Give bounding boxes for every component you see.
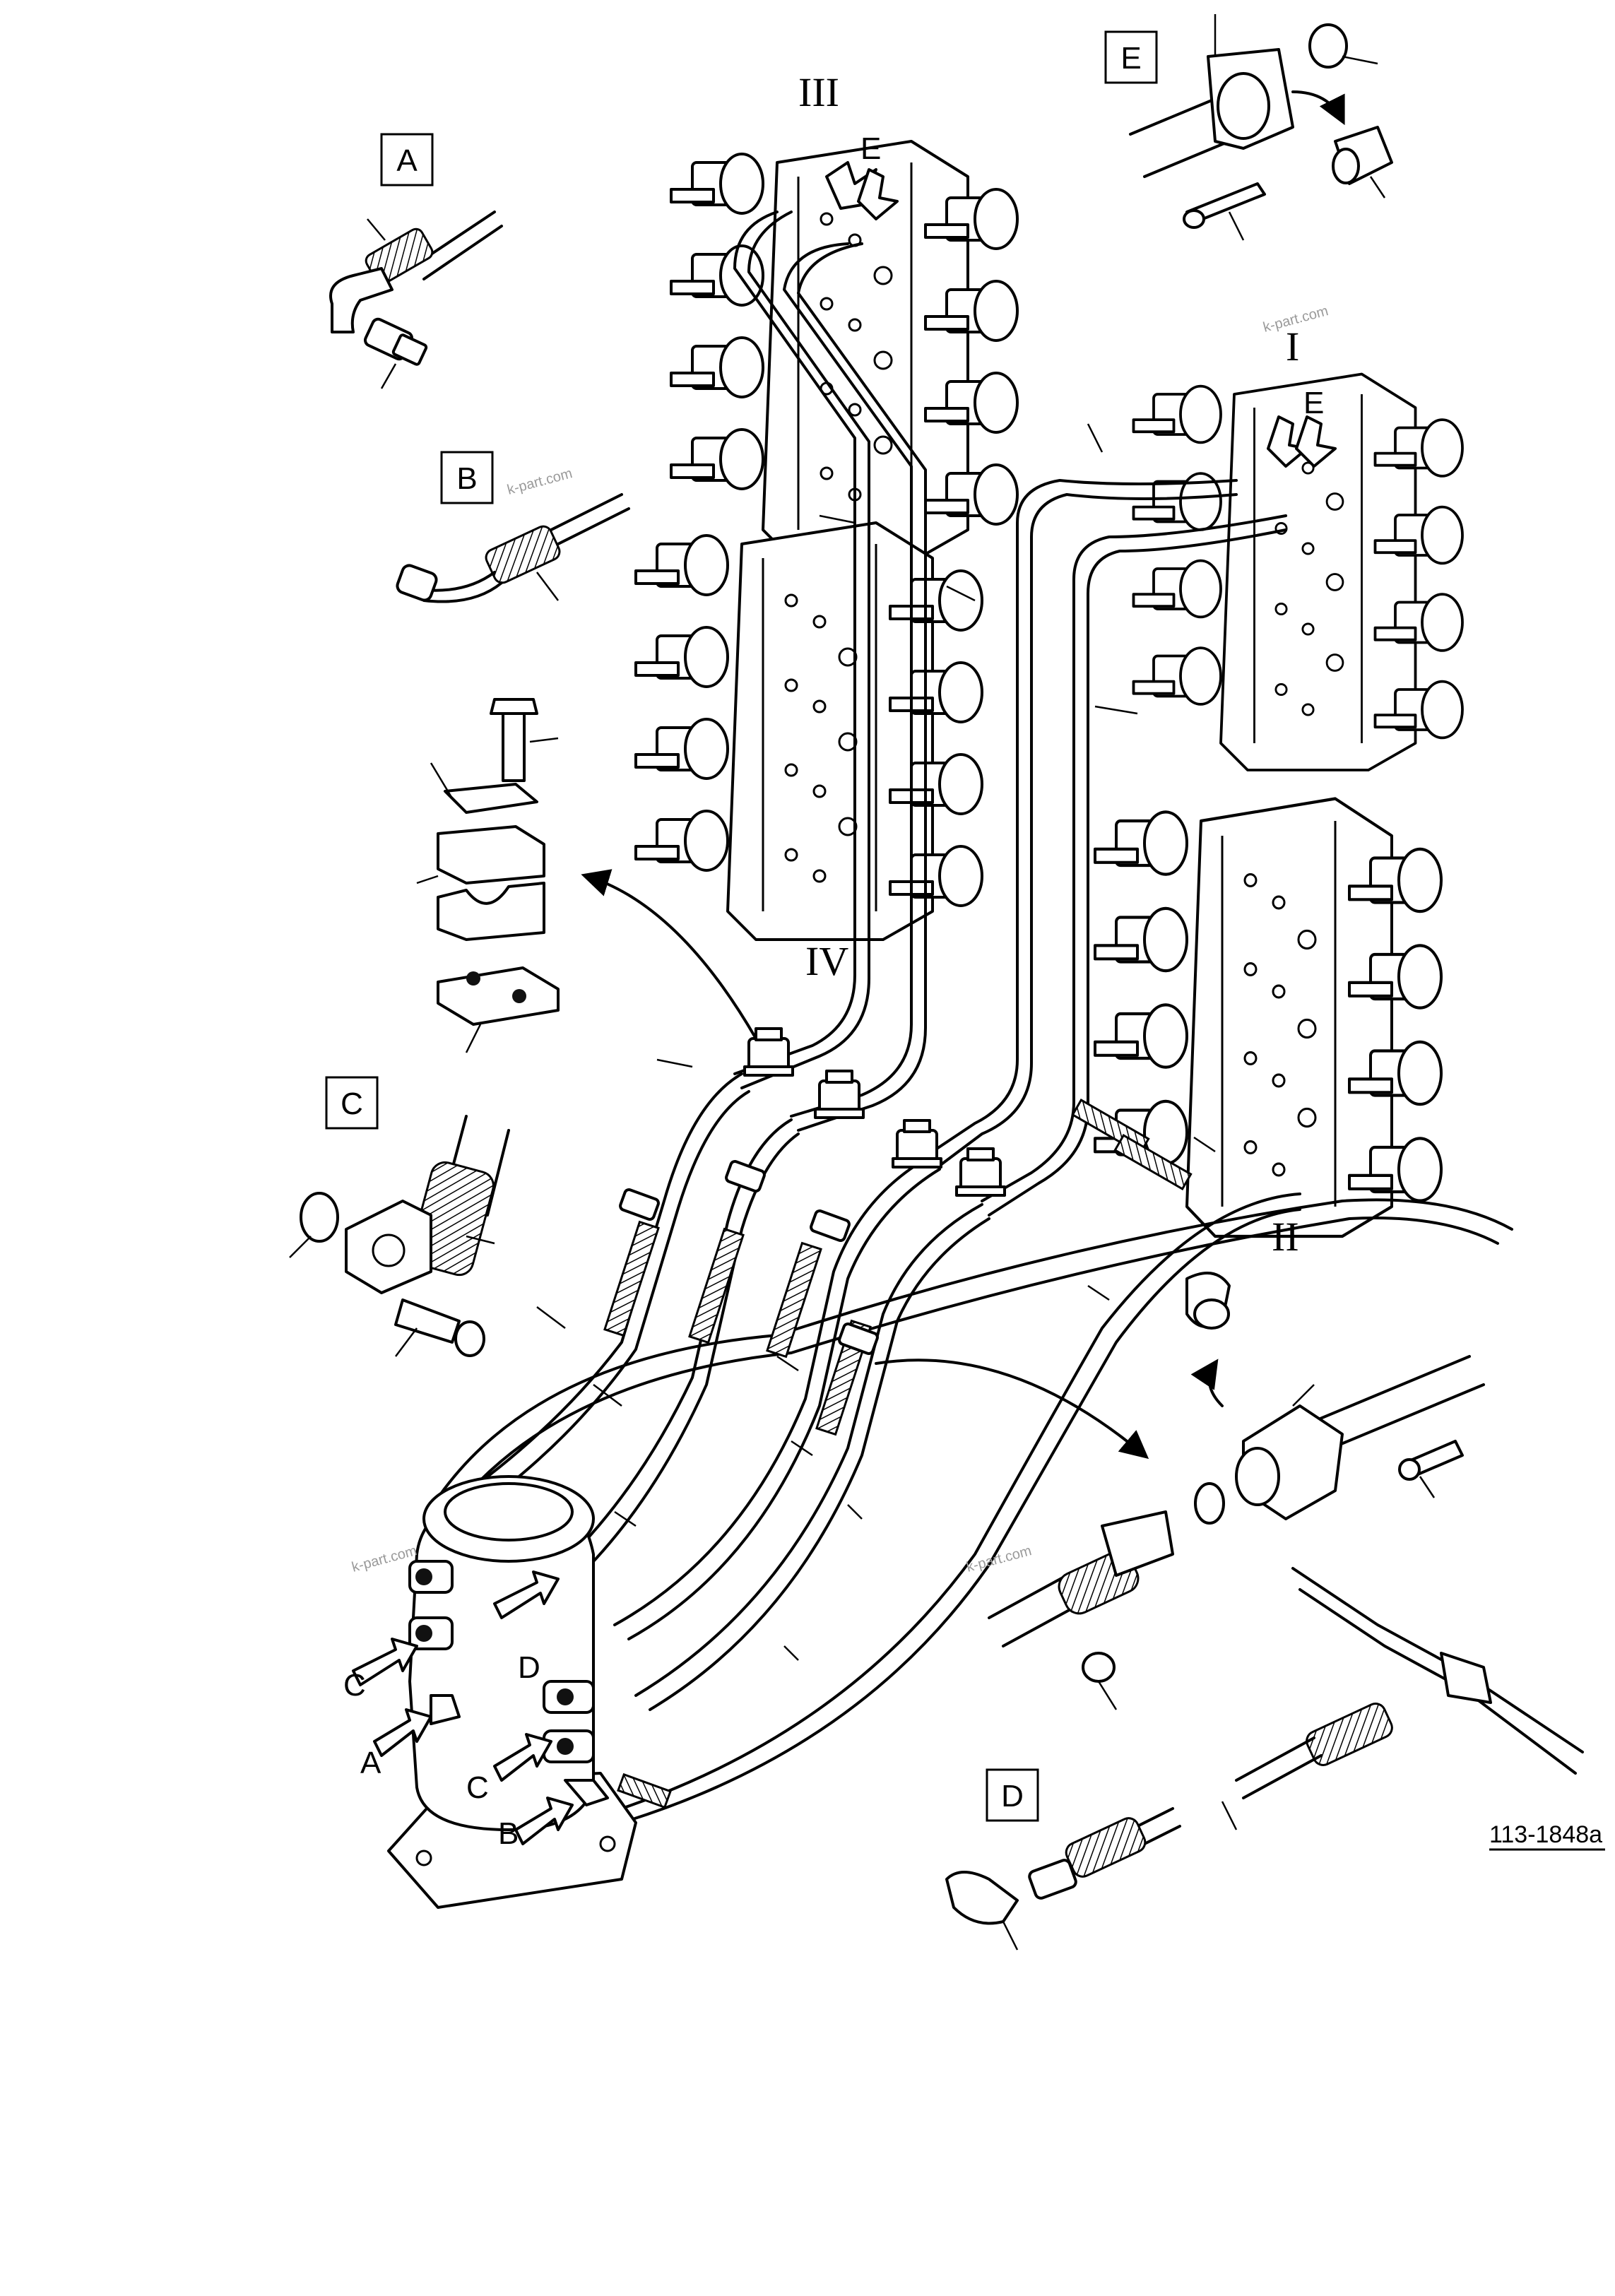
detail-c: C bbox=[289, 1076, 510, 1357]
leader-lines bbox=[536, 423, 1216, 1661]
detail-d-label: D bbox=[1001, 1779, 1024, 1813]
pointer-label-a: A bbox=[360, 1746, 381, 1780]
clamp-exploded bbox=[416, 698, 757, 1053]
pointer-arrows bbox=[352, 161, 1337, 1845]
valve-block-ii bbox=[1095, 799, 1441, 1237]
pointer-label-c1: C bbox=[343, 1668, 366, 1703]
rigid-pipes bbox=[733, 211, 1287, 1217]
valve-block-i bbox=[1134, 374, 1463, 771]
valve-block-iv bbox=[636, 523, 982, 940]
pointer-label-e1: E bbox=[860, 131, 881, 166]
detail-e: E bbox=[1104, 14, 1393, 241]
detail-c-label: C bbox=[341, 1087, 363, 1121]
section-label-iv: IV bbox=[805, 938, 848, 984]
pointer-label-e2: E bbox=[1303, 386, 1324, 420]
detail-d: D bbox=[945, 1567, 1584, 1951]
drawing-reference: 113-1848a bbox=[1489, 1821, 1602, 1848]
pipe-clamps bbox=[619, 1027, 1006, 1355]
pointer-label-d: D bbox=[518, 1650, 540, 1685]
detail-section-ii bbox=[875, 1272, 1485, 1710]
section-label-ii: II bbox=[1272, 1214, 1299, 1260]
watermark-2: k-part.com bbox=[506, 466, 574, 498]
section-label-iii: III bbox=[798, 69, 839, 115]
section-label-i: I bbox=[1286, 324, 1299, 369]
detail-b: B bbox=[396, 451, 630, 603]
detail-a: A bbox=[329, 133, 503, 389]
detail-a-label: A bbox=[396, 143, 418, 178]
pointer-label-c2: C bbox=[466, 1770, 489, 1805]
pointer-label-b: B bbox=[498, 1816, 519, 1851]
detail-e-label: E bbox=[1120, 41, 1141, 76]
flex-hoses bbox=[437, 1072, 1513, 1824]
detail-b-label: B bbox=[456, 461, 477, 496]
